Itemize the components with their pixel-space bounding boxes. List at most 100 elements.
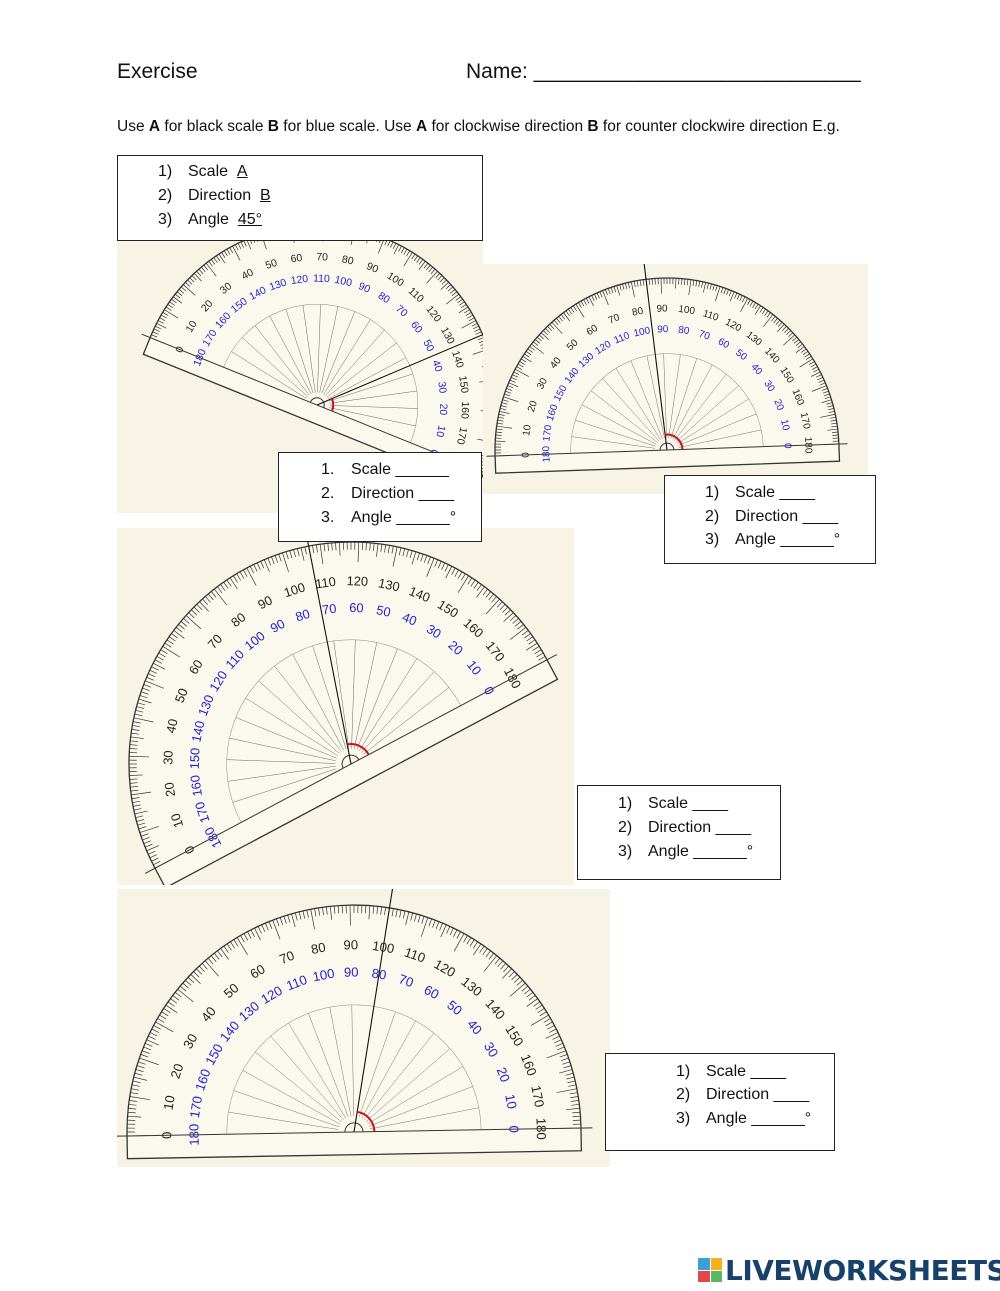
answer-blank[interactable]: Angle ______° xyxy=(706,1110,812,1127)
answer-blank[interactable]: Scale ____ xyxy=(735,484,816,501)
guide-line xyxy=(241,337,308,397)
scale-tick xyxy=(522,356,532,363)
scale-tick xyxy=(540,332,549,340)
answer-row-scale[interactable]: 1.Scale ______ xyxy=(321,461,449,479)
scale-tick xyxy=(467,314,474,319)
scale-tick xyxy=(406,549,409,558)
scale-tick xyxy=(473,943,482,956)
protractor-body xyxy=(494,277,841,474)
answer-row-angle[interactable]: 3)Angle ______° xyxy=(705,531,840,549)
answer-row-scale[interactable]: 1)Scale ____ xyxy=(676,1063,786,1081)
answer-blank[interactable]: Scale ____ xyxy=(648,795,729,812)
scale-tick xyxy=(503,965,510,973)
scale-tick xyxy=(165,306,172,311)
instr-text: Use xyxy=(117,118,149,135)
black-scale-label: 90 xyxy=(255,592,275,612)
scale-tick xyxy=(759,307,764,313)
scale-tick xyxy=(660,278,662,294)
scale-tick xyxy=(428,266,433,273)
answer-blank[interactable]: Direction ____ xyxy=(735,508,839,525)
blue-scale-label: 10 xyxy=(778,418,791,432)
scale-tick xyxy=(346,542,348,550)
scale-tick xyxy=(254,927,261,941)
answer-row-direction[interactable]: 2)Direction ____ xyxy=(676,1086,809,1104)
answer-row-scale[interactable]: 1) Scale ____ xyxy=(618,795,728,813)
answer-blank[interactable]: Angle ______° xyxy=(648,843,754,860)
answer-blank[interactable]: Direction ____ xyxy=(648,819,752,836)
answer-blank[interactable]: Direction ____ xyxy=(351,485,455,502)
guide-line xyxy=(228,1111,339,1130)
example-row: 2)Direction B xyxy=(158,187,271,205)
scale-tick xyxy=(525,351,532,356)
black-scale-label: 110 xyxy=(701,308,720,324)
scale-tick xyxy=(129,767,137,769)
scale-tick xyxy=(193,971,200,978)
scale-tick xyxy=(373,543,375,551)
protractor-1: 0180101702016030150401405013060120701108… xyxy=(117,240,483,513)
black-scale-label: 70 xyxy=(316,252,328,263)
scale-tick xyxy=(391,546,394,554)
black-scale-label: 170 xyxy=(454,426,468,446)
inner-arc xyxy=(223,303,419,443)
scale-tick xyxy=(543,330,548,335)
answer-blank[interactable]: Scale ____ xyxy=(706,1063,787,1080)
scale-tick xyxy=(237,243,242,250)
blue-scale-label: 170 xyxy=(541,424,554,442)
example-row: 1)Scale A xyxy=(158,163,248,181)
guide-line xyxy=(575,420,656,447)
scale-tick xyxy=(795,346,805,353)
answer-blank[interactable]: Direction ____ xyxy=(706,1086,810,1103)
scale-tick xyxy=(602,290,609,306)
scale-tick xyxy=(205,262,217,277)
scale-tick xyxy=(476,584,482,591)
answer-blank[interactable]: Angle ______° xyxy=(351,509,457,526)
answer-row-angle[interactable]: 3)Angle ______° xyxy=(676,1110,811,1128)
liveworksheets-logo: LIVEWORKSHEETS xyxy=(698,1253,1000,1287)
name-field-label[interactable]: Name: ____________________________ xyxy=(466,60,861,83)
answer-blank[interactable]: Angle ______° xyxy=(735,531,841,548)
scale-tick xyxy=(203,264,208,271)
scale-tick xyxy=(497,960,504,967)
guide-line xyxy=(329,407,416,427)
scale-tick xyxy=(508,971,515,978)
scale-tick xyxy=(764,310,769,316)
scale-tick xyxy=(205,596,211,603)
scale-tick xyxy=(129,763,137,765)
scale-tick xyxy=(252,240,256,243)
answer-row-angle[interactable]: 3.Angle ______° xyxy=(321,509,456,527)
scale-tick xyxy=(500,963,507,970)
scale-tick xyxy=(464,309,470,314)
scale-tick xyxy=(369,542,371,551)
row-number: 1) xyxy=(618,795,633,812)
black-scale-label: 20 xyxy=(526,399,540,413)
answer-row-angle[interactable]: 3)Angle ______° xyxy=(618,843,753,861)
scale-tick xyxy=(143,684,152,688)
guide-line xyxy=(368,1086,473,1127)
scale-tick xyxy=(416,257,421,263)
scale-tick xyxy=(466,937,472,945)
scale-tick xyxy=(405,911,410,926)
answer-row-direction[interactable]: 2.Direction ____ xyxy=(321,485,454,503)
scale-tick xyxy=(387,545,390,554)
scale-tick xyxy=(135,815,144,819)
answer-row-direction[interactable]: 2)Direction ____ xyxy=(618,819,751,837)
scale-tick xyxy=(563,312,570,322)
answer-box-1: 1.Scale ______ 2.Direction ____ 3.Angle … xyxy=(278,452,482,542)
answer-row-direction[interactable]: 2)Direction ____ xyxy=(705,508,838,526)
guide-line xyxy=(235,717,337,759)
answer-box-4: 1)Scale ____ 2)Direction ____ 3)Angle __… xyxy=(605,1053,835,1151)
scale-tick xyxy=(457,571,463,579)
answer-blank[interactable]: Scale ______ xyxy=(351,461,449,478)
scale-tick xyxy=(456,931,461,939)
scale-tick xyxy=(435,273,441,279)
scale-tick xyxy=(298,911,302,920)
scale-tick xyxy=(406,250,411,257)
scale-tick xyxy=(792,336,798,342)
answer-row-scale[interactable]: 1)Scale ____ xyxy=(705,484,815,502)
scale-tick xyxy=(421,916,425,924)
scale-tick xyxy=(193,273,202,282)
protractor-2: 0180101702016030150401405013060120701108… xyxy=(483,264,868,494)
scale-tick xyxy=(451,567,456,576)
scale-tick xyxy=(249,566,255,574)
